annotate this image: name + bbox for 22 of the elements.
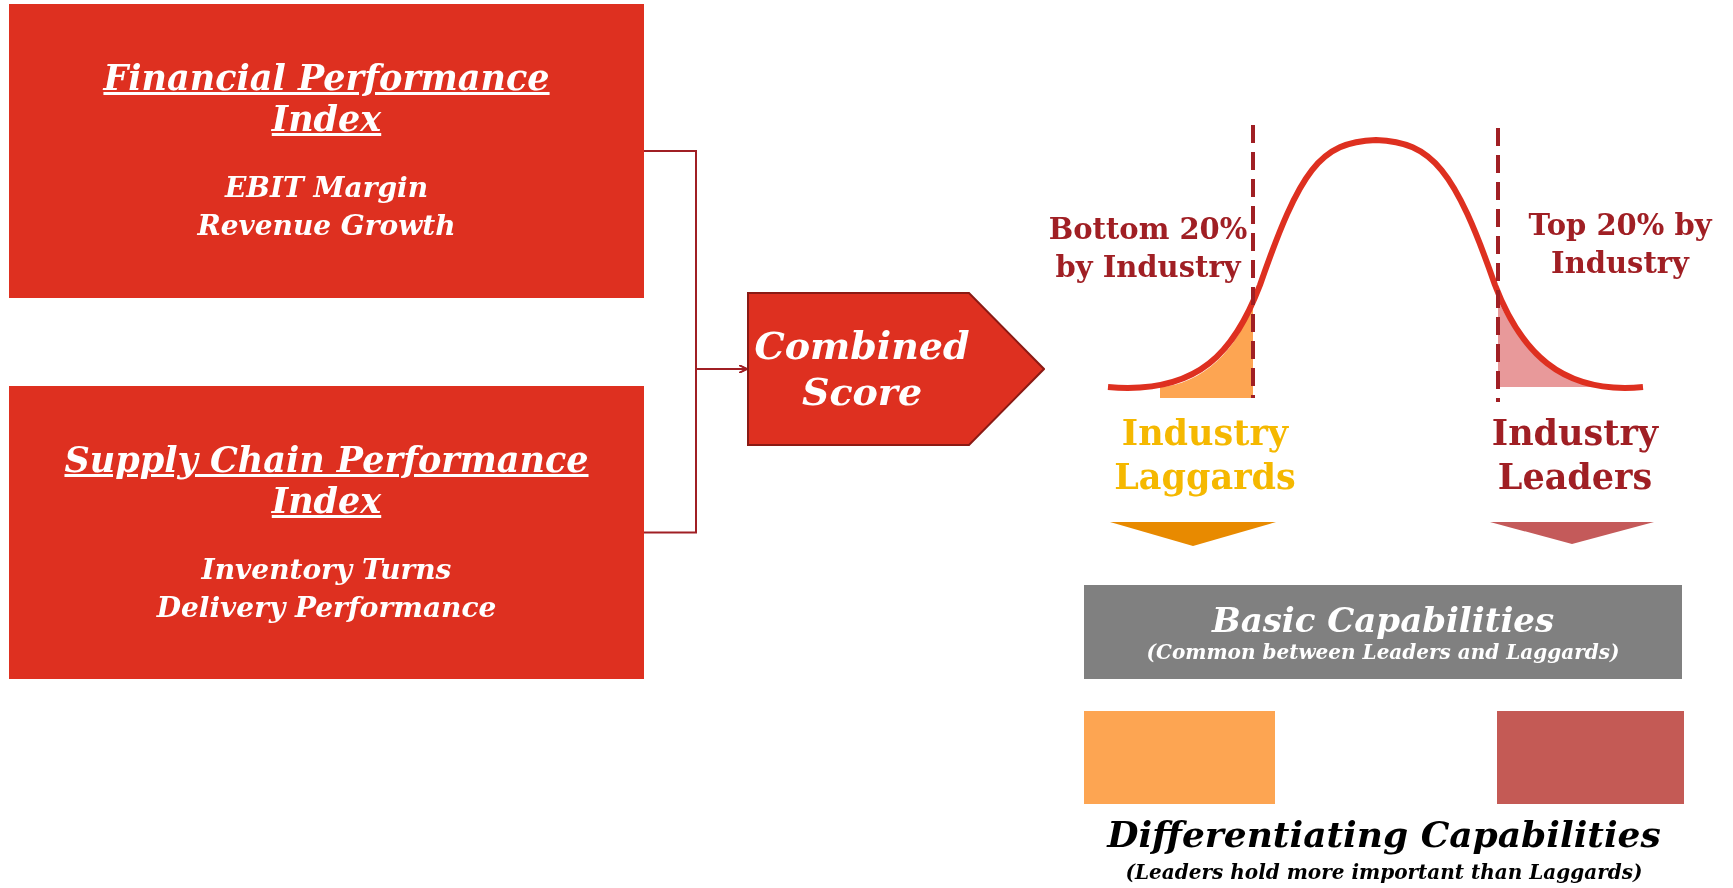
index-panel bbox=[9, 386, 644, 679]
connector-arrow bbox=[643, 364, 748, 534]
section-title: Differentiating Capabilities bbox=[1105, 812, 1662, 856]
threshold-label: Bottom 20% by Industry bbox=[1047, 211, 1249, 286]
capability-box bbox=[1084, 711, 1275, 804]
index-panel bbox=[9, 4, 644, 298]
group-label: Industry Leaders bbox=[1490, 411, 1660, 499]
metric-text: EBIT Margin bbox=[224, 170, 429, 206]
score-label: Combined Score bbox=[753, 323, 971, 415]
bar-title: Basic Capabilities bbox=[1211, 600, 1555, 640]
section-subtitle: (Leaders hold more important than Laggards) bbox=[1124, 860, 1644, 884]
capability-bar bbox=[1084, 585, 1682, 679]
threshold-label: Top 20% by Industry bbox=[1527, 207, 1714, 282]
score-arrow-shape bbox=[747, 292, 1045, 446]
group-label: Industry Laggards bbox=[1113, 411, 1297, 499]
capability-box bbox=[1497, 711, 1684, 804]
bar-subtitle: (Common between Leaders and Laggards) bbox=[1146, 640, 1620, 664]
metric-text: Delivery Performance bbox=[156, 589, 497, 626]
panel-title: Supply Chain Performance Index bbox=[63, 438, 590, 521]
metric-text: Revenue Growth bbox=[197, 208, 456, 244]
metric-text: Inventory Turns bbox=[201, 551, 452, 588]
panel-title: Financial Performance Index bbox=[101, 57, 551, 139]
